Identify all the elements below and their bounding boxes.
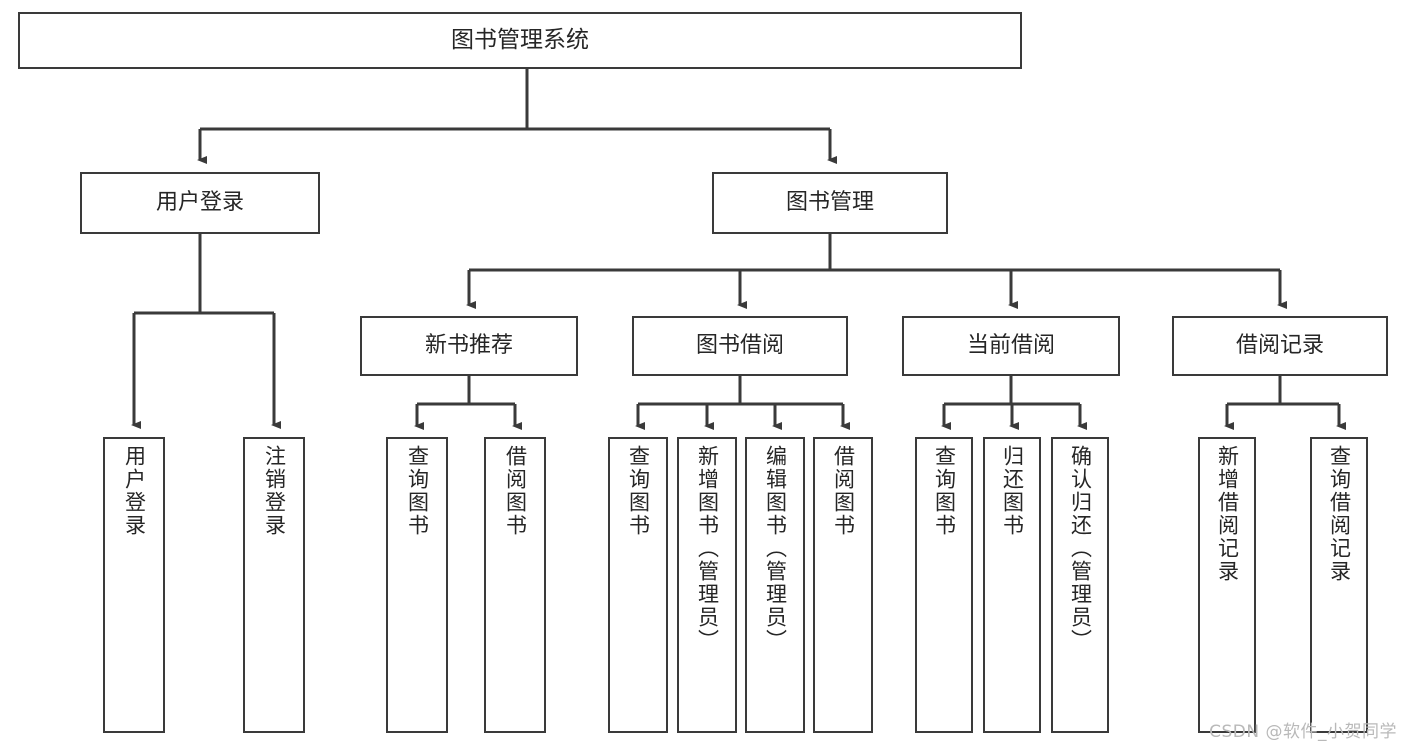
node-leaf-confirm-return-label: 确认归还（管理员） (1068, 445, 1093, 652)
node-leaf-borrow-book-rec-label: 借阅图书 (503, 445, 528, 537)
node-leaf-user-login[interactable]: 用户登录 (103, 437, 165, 733)
node-current-borrow[interactable]: 当前借阅 (902, 316, 1120, 376)
node-leaf-query-book-bb[interactable]: 查询图书 (608, 437, 668, 733)
node-user-login[interactable]: 用户登录 (80, 172, 320, 234)
node-leaf-borrow-book-bb[interactable]: 借阅图书 (813, 437, 873, 733)
node-leaf-add-book[interactable]: 新增图书（管理员） (677, 437, 737, 733)
node-leaf-logout-label: 注销登录 (262, 445, 287, 537)
node-leaf-user-login-label: 用户登录 (122, 445, 147, 537)
node-leaf-return-book-label: 归还图书 (1000, 445, 1025, 537)
node-leaf-add-book-label: 新增图书（管理员） (695, 445, 720, 652)
node-borrow-record-label: 借阅记录 (1235, 333, 1324, 359)
node-leaf-query-book-cb-label: 查询图书 (932, 445, 957, 537)
node-leaf-query-record-label: 查询借阅记录 (1327, 445, 1352, 583)
node-leaf-query-book-rec[interactable]: 查询图书 (386, 437, 448, 733)
node-new-book-rec[interactable]: 新书推荐 (360, 316, 578, 376)
csdn-watermark: CSDN @软件_小贺同学 (1209, 722, 1397, 742)
node-leaf-borrow-book-bb-label: 借阅图书 (831, 445, 856, 537)
node-new-book-rec-label: 新书推荐 (424, 333, 513, 359)
node-borrow-record[interactable]: 借阅记录 (1172, 316, 1388, 376)
node-leaf-edit-book-label: 编辑图书（管理员） (763, 445, 788, 652)
node-root-label: 图书管理系统 (451, 27, 589, 54)
node-leaf-query-book-rec-label: 查询图书 (405, 445, 430, 537)
node-book-manage-label: 图书管理 (785, 190, 874, 216)
node-leaf-query-book-cb[interactable]: 查询图书 (915, 437, 973, 733)
node-book-borrow[interactable]: 图书借阅 (632, 316, 848, 376)
node-book-borrow-label: 图书借阅 (695, 333, 784, 359)
node-root[interactable]: 图书管理系统 (18, 12, 1022, 69)
node-current-borrow-label: 当前借阅 (966, 333, 1055, 359)
node-book-manage[interactable]: 图书管理 (712, 172, 948, 234)
node-user-login-label: 用户登录 (155, 190, 244, 216)
node-leaf-add-record-label: 新增借阅记录 (1215, 445, 1240, 583)
node-leaf-add-record[interactable]: 新增借阅记录 (1198, 437, 1256, 733)
node-leaf-query-record[interactable]: 查询借阅记录 (1310, 437, 1368, 733)
node-leaf-logout[interactable]: 注销登录 (243, 437, 305, 733)
node-leaf-borrow-book-rec[interactable]: 借阅图书 (484, 437, 546, 733)
node-leaf-query-book-bb-label: 查询图书 (626, 445, 651, 537)
node-leaf-confirm-return[interactable]: 确认归还（管理员） (1051, 437, 1109, 733)
node-leaf-edit-book[interactable]: 编辑图书（管理员） (745, 437, 805, 733)
node-leaf-return-book[interactable]: 归还图书 (983, 437, 1041, 733)
